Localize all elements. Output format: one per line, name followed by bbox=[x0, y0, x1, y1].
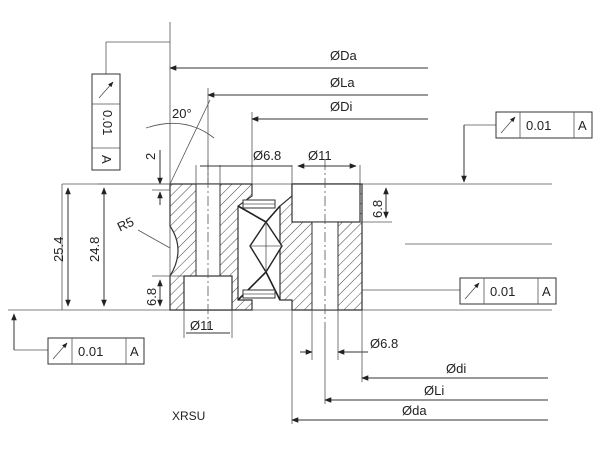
dim-Da: ØDa bbox=[169, 48, 428, 71]
dim-Di-label: ØDi bbox=[330, 99, 353, 114]
dim-height-ring: 24.8 bbox=[87, 183, 170, 307]
dim-hole-bottom-right: Ø6.8 bbox=[300, 310, 398, 360]
tolerance-frame-2-value: 0.01 bbox=[526, 118, 551, 133]
dim-Li: ØLi bbox=[324, 330, 548, 404]
dim-hole-bottom-left-label: Ø11 bbox=[190, 318, 214, 333]
dim-radius-label: R5 bbox=[115, 214, 136, 235]
dim-Da-label: ØDa bbox=[330, 48, 358, 63]
tolerance-frame-1-value: 0.01 bbox=[100, 110, 115, 135]
dim-height-total: 25.4 bbox=[51, 187, 71, 307]
dim-angle-label: 20° bbox=[172, 106, 192, 121]
dim-counterbore-left: 6.8 bbox=[144, 275, 184, 307]
runout-arrow-icon bbox=[464, 282, 480, 300]
dim-height-ring-label: 24.8 bbox=[87, 237, 102, 262]
dim-height-total-label: 25.4 bbox=[51, 237, 66, 262]
seal-top bbox=[242, 199, 276, 209]
inner-ring-section bbox=[279, 160, 363, 330]
dim-counterbore-left-label: 6.8 bbox=[144, 288, 159, 306]
tolerance-frame-3-datum: A bbox=[542, 284, 551, 299]
dim-da-label: Øda bbox=[402, 403, 427, 418]
runout-arrow-icon bbox=[500, 116, 516, 134]
dim-counterbore-right: 6.8 bbox=[360, 187, 392, 223]
tolerance-frame-3-value: 0.01 bbox=[490, 284, 515, 299]
dim-radius: R5 bbox=[115, 214, 171, 249]
cross-roller bbox=[237, 205, 283, 301]
tolerance-frame-4-datum: A bbox=[130, 344, 139, 359]
dim-hole-bottom-right-label: Ø6.8 bbox=[370, 336, 398, 351]
dim-hole-top-right: Ø11 bbox=[291, 148, 361, 184]
dim-hole-top-right-label: Ø11 bbox=[308, 148, 332, 163]
outer-ring-section bbox=[169, 160, 253, 330]
dim-di: Ødi bbox=[361, 310, 548, 382]
dim-di-label: Ødi bbox=[446, 361, 466, 376]
seal-bottom bbox=[242, 289, 276, 299]
tolerance-frame-2: 0.01 A bbox=[461, 111, 593, 183]
tolerance-frame-2-datum: A bbox=[578, 118, 587, 133]
dim-depth-top: 2 bbox=[143, 150, 170, 205]
runout-arrow-icon bbox=[98, 81, 114, 99]
tolerance-frame-1-datum: A bbox=[99, 155, 114, 164]
tolerance-frame-4: 0.01 A bbox=[11, 313, 145, 365]
tolerance-frame-1: 0.01 A bbox=[91, 41, 170, 171]
dim-counterbore-right-label: 6.8 bbox=[370, 200, 385, 218]
dim-hole-top-left-label: Ø6.8 bbox=[253, 148, 281, 163]
dim-depth-top-label: 2 bbox=[143, 153, 158, 160]
dim-angle: 20° bbox=[145, 99, 215, 185]
dim-hole-top-left: Ø6.8 bbox=[195, 148, 292, 184]
tolerance-frame-3: 0.01 A bbox=[362, 277, 557, 305]
dim-La: ØLa bbox=[207, 75, 428, 184]
dim-La-label: ØLa bbox=[330, 75, 355, 90]
dim-Li-label: ØLi bbox=[424, 383, 444, 398]
tolerance-frame-4-value: 0.01 bbox=[78, 344, 103, 359]
dim-Di: ØDi bbox=[251, 99, 428, 184]
drawing-title: XRSU bbox=[172, 409, 205, 423]
runout-arrow-icon bbox=[52, 342, 68, 360]
dim-da: Øda bbox=[291, 310, 548, 424]
dim-hole-bottom-left: Ø11 bbox=[183, 310, 233, 338]
